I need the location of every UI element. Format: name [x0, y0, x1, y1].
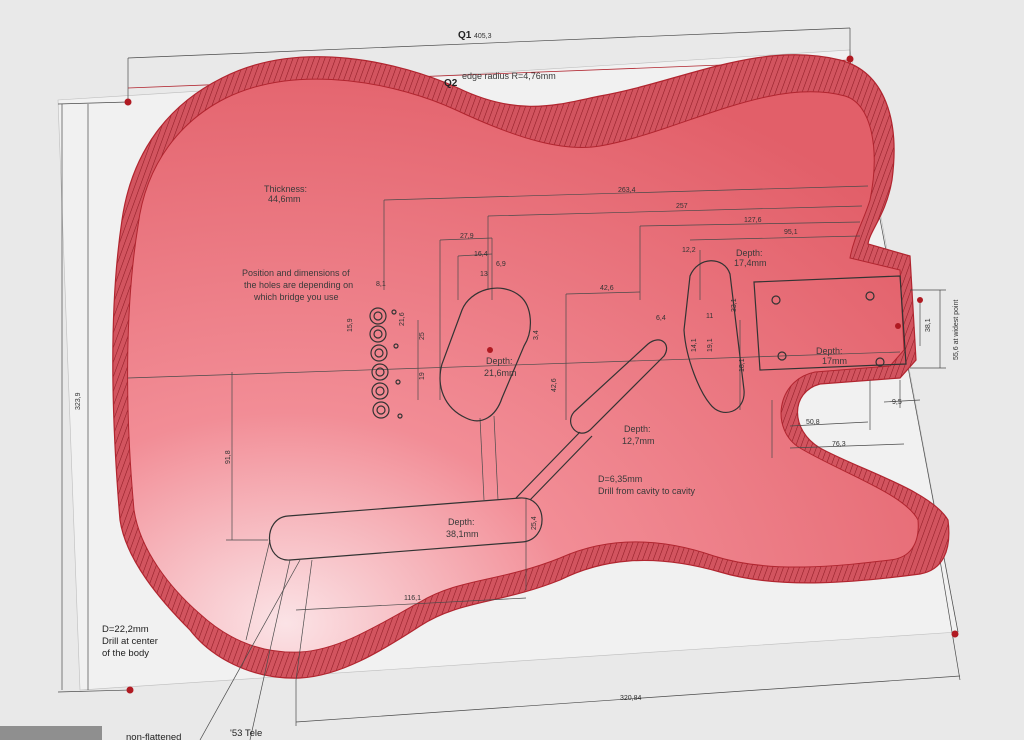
pocket-depth-label: Depth:: [816, 346, 843, 356]
neck-depth-value: 17,4mm: [734, 258, 767, 268]
dim-6-4: 6,4: [656, 315, 666, 322]
neck-screw-holes: [771, 291, 885, 367]
drill-channel-a: [515, 431, 581, 499]
dim-3-4: 3,4: [533, 330, 540, 340]
dim-27-9: 27,9: [460, 233, 474, 240]
dim-15-9: 15,9: [347, 318, 354, 332]
bridge-pickup-cavity: [439, 287, 531, 422]
dim-127-6: 127,6: [744, 217, 762, 224]
dim-19: 19: [419, 372, 426, 380]
dim-42-6: 42,6: [600, 285, 614, 292]
route-depth-label: Depth:: [624, 424, 651, 434]
panel-corner-tab: [0, 726, 102, 740]
dim-91-8: 91,8: [225, 450, 232, 464]
dim-320-84: 320,84: [620, 695, 642, 702]
dim-8-1: 8,1: [376, 281, 386, 288]
dim-16-4: 16,4: [474, 251, 488, 258]
dim-76-3: 76,3: [832, 441, 846, 448]
bridge-depth-value: 21,6mm: [484, 368, 517, 378]
control-depth-value: 38,1mm: [446, 529, 479, 539]
dim-25-4: 25,4: [531, 516, 538, 530]
center-drill-line3: of the body: [102, 648, 149, 659]
neck-pickup-cavity: [683, 260, 745, 413]
dim-38-1: 38,1: [925, 318, 932, 332]
dim-21-6: 21,6: [399, 312, 406, 326]
body-top-face: [127, 78, 919, 653]
dim-55-6: 55,6 at widest point: [953, 300, 960, 360]
drill-note-line2: Drill from cavity to cavity: [598, 486, 696, 496]
neck-depth-label: Depth:: [736, 248, 763, 258]
center-drill-line2: Drill at center: [102, 636, 158, 647]
corner-markers: [124, 55, 959, 694]
dim-263-4: 263,4: [618, 187, 636, 194]
bridge-holes: [369, 307, 403, 419]
holes-note-line2: the holes are depending on: [244, 280, 353, 290]
neck-pocket: [753, 275, 907, 371]
control-q1[interactable]: Q1: [458, 30, 472, 41]
dim-18-1: 18,1: [739, 358, 746, 372]
dim-50-8: 50,8: [806, 419, 820, 426]
thickness-label: Thickness:: [264, 184, 307, 194]
control-depth-label: Depth:: [448, 517, 475, 527]
dim-9-5: 9,5: [892, 399, 902, 406]
connecting-route: [570, 339, 668, 434]
dim-14-1: 14,1: [691, 338, 698, 352]
dim-257: 257: [676, 203, 688, 210]
dim-19-1: 19,1: [707, 338, 714, 352]
control-q2[interactable]: Q2: [444, 78, 458, 89]
non-flattened-label: non-flattened: [126, 732, 181, 740]
edge-radius-note: edge radius R=4,76mm: [462, 71, 556, 81]
inner-dimension-lines: [127, 185, 946, 740]
center-drill-line1: D=22,2mm: [102, 624, 149, 635]
dim-95-1: 95,1: [784, 229, 798, 236]
holes-note-line1: Position and dimensions of: [242, 268, 350, 278]
drill-note-line1: D=6,35mm: [598, 474, 642, 484]
dim-11: 11: [706, 313, 713, 320]
overall-width-top: 405,3: [474, 33, 492, 40]
dim-13: 13: [480, 271, 488, 278]
route-depth-value: 12,7mm: [622, 436, 655, 446]
bridge-depth-label: Depth:: [486, 356, 513, 366]
dim-323-9: 323,9: [75, 392, 82, 410]
tele53-label: '53 Tele: [230, 728, 262, 739]
dimension-values: 263,4 257 127,6 95,1 27,9 16,4 6,9 13 42…: [75, 187, 960, 702]
dim-42-6-v: 42,6: [551, 378, 558, 392]
pocket-depth-value: 17mm: [822, 356, 847, 366]
holes-note-line3: which bridge you use: [253, 292, 339, 302]
dim-116-1: 116,1: [404, 595, 421, 602]
dim-25: 25: [419, 332, 426, 340]
drill-channel-b: [529, 435, 593, 501]
thickness-value: 44,6mm: [268, 194, 301, 204]
dim-6-9: 6,9: [496, 261, 506, 268]
dim-12-2: 12,2: [682, 247, 696, 254]
control-cavity: [268, 497, 543, 561]
dim-33-1: 33,1: [731, 298, 738, 312]
